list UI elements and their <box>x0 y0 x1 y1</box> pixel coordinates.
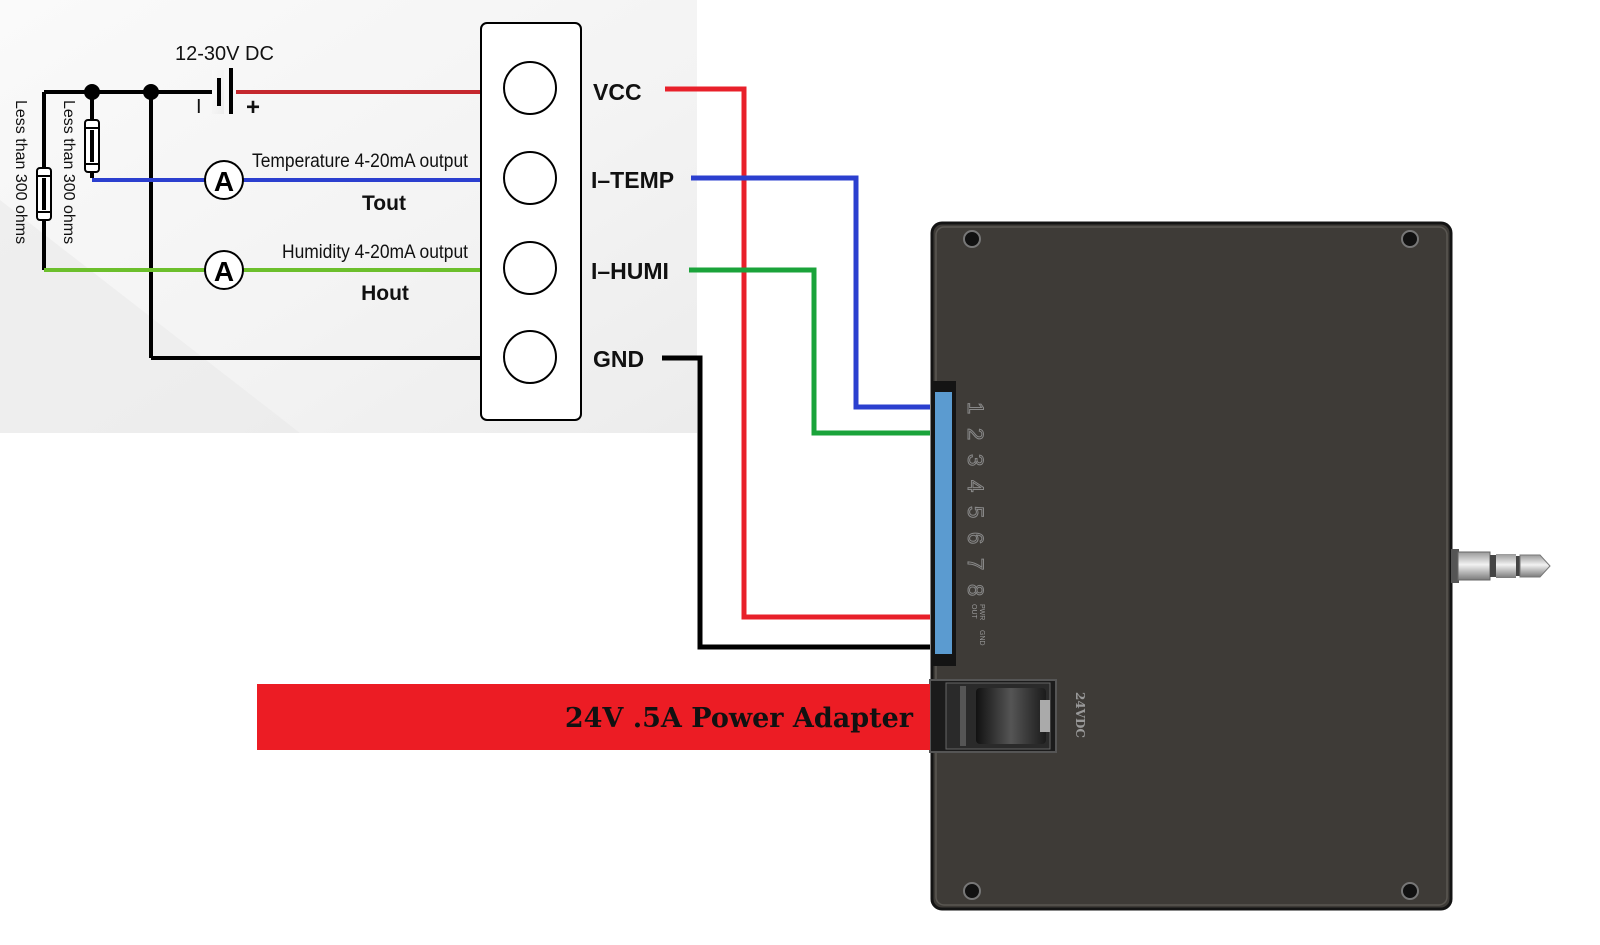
dc-jack-icon <box>929 679 1057 753</box>
mounting-screw-icon <box>963 882 981 900</box>
audio-plug-icon <box>1451 549 1551 583</box>
supply-label: 12-30V DC <box>175 43 274 65</box>
pin-number: 3 <box>963 454 988 466</box>
terminal-screw <box>503 151 557 205</box>
pin-extra-label: GND <box>978 630 985 646</box>
pin-number: 7 <box>963 558 988 570</box>
junction-dot <box>143 84 159 100</box>
device-terminal-strip <box>935 392 952 654</box>
pin-number: 1 <box>963 402 988 414</box>
temperature-name: Tout <box>362 192 406 215</box>
i-humi-wire <box>689 267 930 436</box>
temp-ammeter-icon: A <box>204 160 244 200</box>
humi-ammeter-icon: A <box>204 250 244 290</box>
pin-number: 6 <box>963 532 988 544</box>
terminal-label-vcc: VCC <box>593 79 642 105</box>
inner-resistor-icon <box>84 119 100 173</box>
outer-resistor-label: Less than 300 ohms <box>12 100 29 244</box>
pin-extra-label: OUT <box>970 604 977 620</box>
terminal-label-gnd: GND <box>593 346 644 372</box>
junction-dot <box>84 84 100 100</box>
supply-plus-label: + <box>246 94 260 121</box>
svg-text:A: A <box>214 166 234 197</box>
temperature-caption: Temperature 4-20mA output <box>252 151 469 172</box>
terminal-screw <box>503 330 557 384</box>
pin-number: 2 <box>963 428 988 440</box>
pin-number: 5 <box>963 506 988 518</box>
supply-minus-label: I <box>196 96 202 118</box>
mounting-screw-icon <box>1401 230 1419 248</box>
pin-number: 8 <box>963 584 988 596</box>
humidity-caption: Humidity 4-20mA output <box>282 242 469 263</box>
pin-number-labels: 1 2 3 4 5 6 7 8 <box>963 402 989 597</box>
humidity-name: Hout <box>361 282 409 305</box>
svg-text:A: A <box>214 256 234 287</box>
power-adapter-label: 24V .5A Power Adapter <box>565 703 914 734</box>
terminal-screw <box>503 61 557 115</box>
pin-extra-label: PWR <box>978 604 985 620</box>
terminal-label-i-humi: I–HUMI <box>591 258 669 284</box>
i-temp-wire <box>691 175 930 410</box>
sensor-terminal-block <box>480 22 582 421</box>
vcc-wire <box>665 86 930 620</box>
gnd-wire <box>662 355 930 650</box>
jack-label: 24VDC <box>1073 692 1087 738</box>
outer-resistor-icon <box>36 167 52 221</box>
power-adapter-banner <box>257 684 930 750</box>
terminal-label-i-temp: I–TEMP <box>591 167 674 193</box>
terminal-screw <box>503 241 557 295</box>
battery-symbol <box>212 68 233 114</box>
device-enclosure <box>930 221 1453 911</box>
mounting-screw-icon <box>1401 882 1419 900</box>
inner-resistor-label: Less than 300 ohms <box>60 100 77 244</box>
pin-number: 4 <box>963 480 988 492</box>
mounting-screw-icon <box>963 230 981 248</box>
